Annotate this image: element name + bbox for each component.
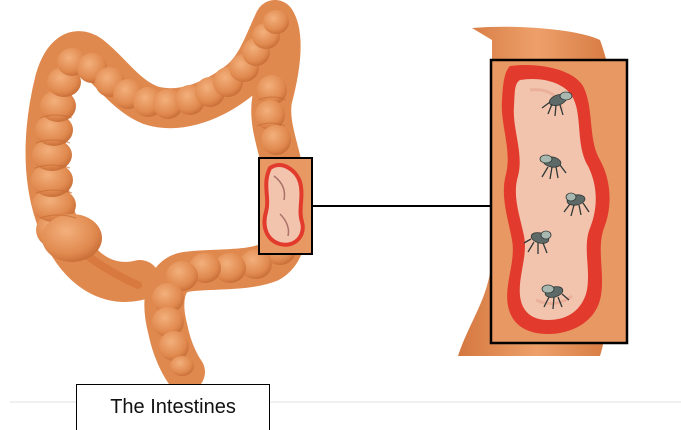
- large-intestine: [31, 10, 312, 376]
- zoomed-intestine-section: [458, 27, 627, 356]
- caption-box: The Intestines: [76, 384, 270, 430]
- sample-region: [259, 158, 312, 254]
- caption-label: The Intestines: [110, 396, 236, 419]
